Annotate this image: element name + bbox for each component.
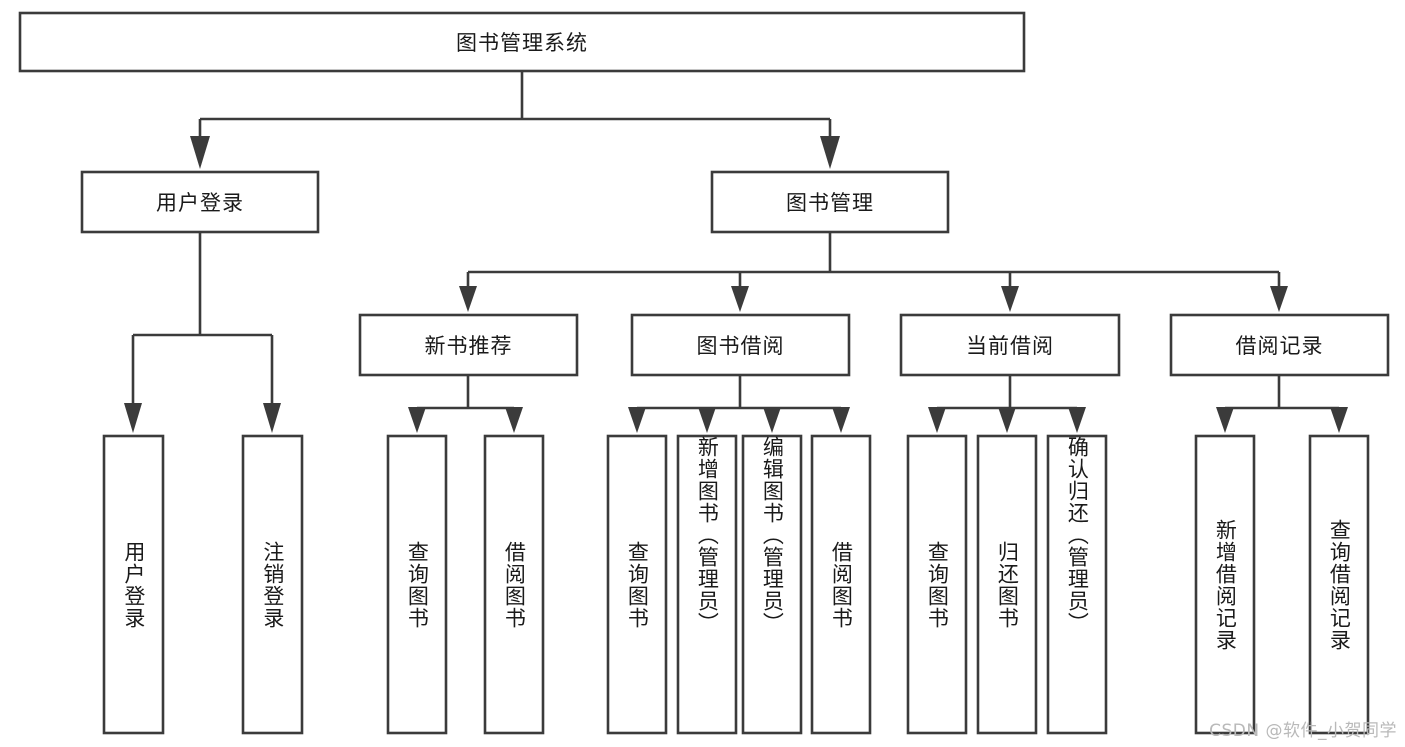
arrow-head-leaf-query-book-cur xyxy=(928,407,946,433)
arrow-head-leaf-add-book-admin xyxy=(698,407,716,433)
arrow-head-new-book-recommend xyxy=(459,286,477,312)
leaf-borrow-book-box[interactable] xyxy=(810,434,872,735)
arrow-head-leaf-borrow-book-rec xyxy=(505,407,523,433)
node-borrow-record-box[interactable] xyxy=(1169,313,1390,377)
arrow-head-leaf-return-book xyxy=(998,407,1016,433)
leaf-user-login-box[interactable] xyxy=(102,434,165,735)
connector-borrow-record-to-leaves xyxy=(1216,375,1348,433)
arrow-head-user-login xyxy=(190,136,210,169)
node-new-book-recommend-box[interactable] xyxy=(358,313,579,377)
arrow-head-leaf-query-book-rec xyxy=(408,407,426,433)
connector-book-borrow-to-leaves xyxy=(628,375,850,433)
arrow-head-book-manage xyxy=(820,136,840,169)
connector-root-to-level2 xyxy=(190,71,840,169)
leaf-edit-book-admin-box[interactable] xyxy=(741,434,803,735)
leaf-add-book-admin-box[interactable] xyxy=(676,434,738,735)
leaf-user-logout-box[interactable] xyxy=(241,434,304,735)
arrow-head-leaf-user-login xyxy=(124,403,142,433)
arrow-head-leaf-confirm-return-admin xyxy=(1068,407,1086,433)
arrow-head-leaf-edit-book-admin xyxy=(763,407,781,433)
arrow-head-current-borrow xyxy=(1001,286,1019,312)
arrow-head-leaf-borrow-book xyxy=(832,407,850,433)
arrow-head-leaf-user-logout xyxy=(263,403,281,433)
arrow-head-leaf-query-book-borrow xyxy=(628,407,646,433)
node-root-box[interactable] xyxy=(18,11,1026,73)
leaf-add-borrow-record-box[interactable] xyxy=(1194,434,1256,735)
leaf-query-book-cur-box[interactable] xyxy=(906,434,968,735)
watermark: CSDN @软件_小贺同学 xyxy=(1209,721,1397,741)
leaf-borrow-book-rec-box[interactable] xyxy=(483,434,545,735)
connector-user-login-to-leaves xyxy=(124,232,281,433)
arrow-head-leaf-query-borrow-record xyxy=(1330,407,1348,433)
leaf-query-book-borrow-box[interactable] xyxy=(606,434,668,735)
leaf-query-borrow-record-box[interactable] xyxy=(1308,434,1370,735)
connector-new-book-recommend-to-leaves xyxy=(408,375,523,433)
arrow-head-borrow-record xyxy=(1270,286,1288,312)
node-current-borrow-box[interactable] xyxy=(899,313,1121,377)
connector-book-manage-to-level3 xyxy=(459,232,1288,312)
arrow-head-book-borrow xyxy=(731,286,749,312)
leaf-confirm-return-admin-box[interactable] xyxy=(1046,434,1108,735)
connector-current-borrow-to-leaves xyxy=(928,375,1086,433)
node-book-borrow-box[interactable] xyxy=(630,313,851,377)
node-user-login-box[interactable] xyxy=(80,170,320,234)
node-book-manage-box[interactable] xyxy=(710,170,950,234)
leaf-return-book-box[interactable] xyxy=(976,434,1038,735)
arrow-head-leaf-add-borrow-record xyxy=(1216,407,1234,433)
leaf-query-book-rec-box[interactable] xyxy=(386,434,448,735)
